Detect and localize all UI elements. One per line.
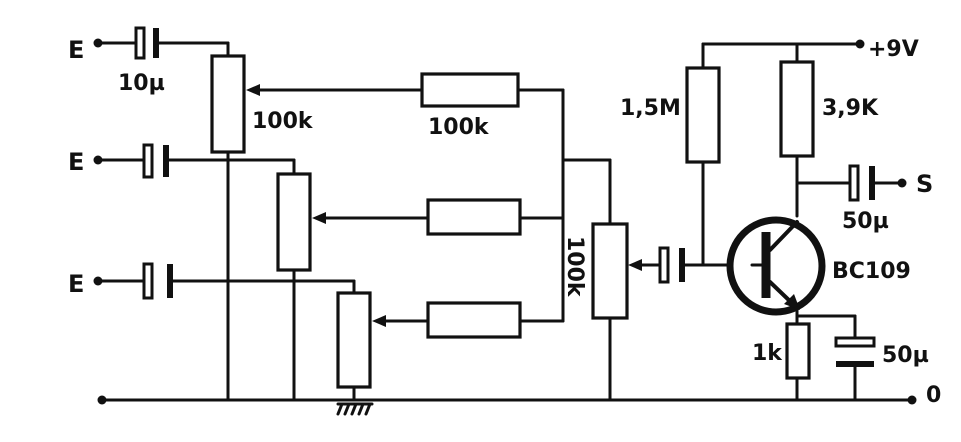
- ground-rail: [97, 395, 917, 405]
- bias-resistor: [685, 66, 721, 164]
- input-2-label: E: [68, 148, 84, 176]
- transistor-symbol: [726, 216, 826, 324]
- input-1-cap-plate-a: [134, 26, 146, 60]
- bias-resistor-value: 1,5M: [620, 96, 681, 121]
- pot-2-body: [276, 172, 312, 272]
- mix-resistor-1: [420, 72, 520, 108]
- pot-1-body: [210, 54, 246, 154]
- emitter-resistor-value: 1k: [752, 341, 783, 366]
- input-3-label: E: [68, 270, 84, 298]
- input-1-cap-value: 10µ: [118, 71, 165, 96]
- input-1: E 10µ 100k 100k: [68, 26, 565, 402]
- amplifier-stage: 1,5M 3,9K 1k 50µ: [620, 39, 929, 402]
- output-label: S: [916, 170, 933, 198]
- pot-1-value: 100k: [252, 109, 314, 134]
- input-1-label: E: [68, 36, 84, 64]
- mix-resistor-3: [426, 301, 522, 339]
- input-2-cap-plate-a: [142, 143, 154, 179]
- pot-3-body: [336, 291, 372, 389]
- emitter-cap-value: 50µ: [882, 343, 929, 368]
- input-3: E: [68, 262, 565, 416]
- emitter-resistor: [785, 322, 811, 380]
- supply-label: +9V: [868, 37, 919, 62]
- collector-resistor-value: 3,9K: [822, 96, 879, 121]
- mix-resistor-2: [426, 198, 522, 236]
- input-3-cap-plate-a: [142, 262, 154, 300]
- emitter-cap-plate-a: [834, 336, 876, 348]
- master-pot-value: 100k: [562, 236, 587, 298]
- chassis-ground-symbol: [336, 402, 374, 416]
- master-pot-body: [591, 222, 629, 320]
- ground-label: 0: [926, 383, 941, 408]
- input-2: E: [68, 143, 565, 402]
- coupling-cap-plate-a: [658, 246, 670, 284]
- output-cap-value: 50µ: [842, 209, 889, 234]
- transistor-part-number: BC109: [832, 259, 911, 284]
- output-cap-plate-a: [848, 164, 860, 202]
- mix-resistor-1-value: 100k: [428, 115, 490, 140]
- collector-resistor: [779, 60, 815, 158]
- summing-bus: 100k: [561, 88, 754, 402]
